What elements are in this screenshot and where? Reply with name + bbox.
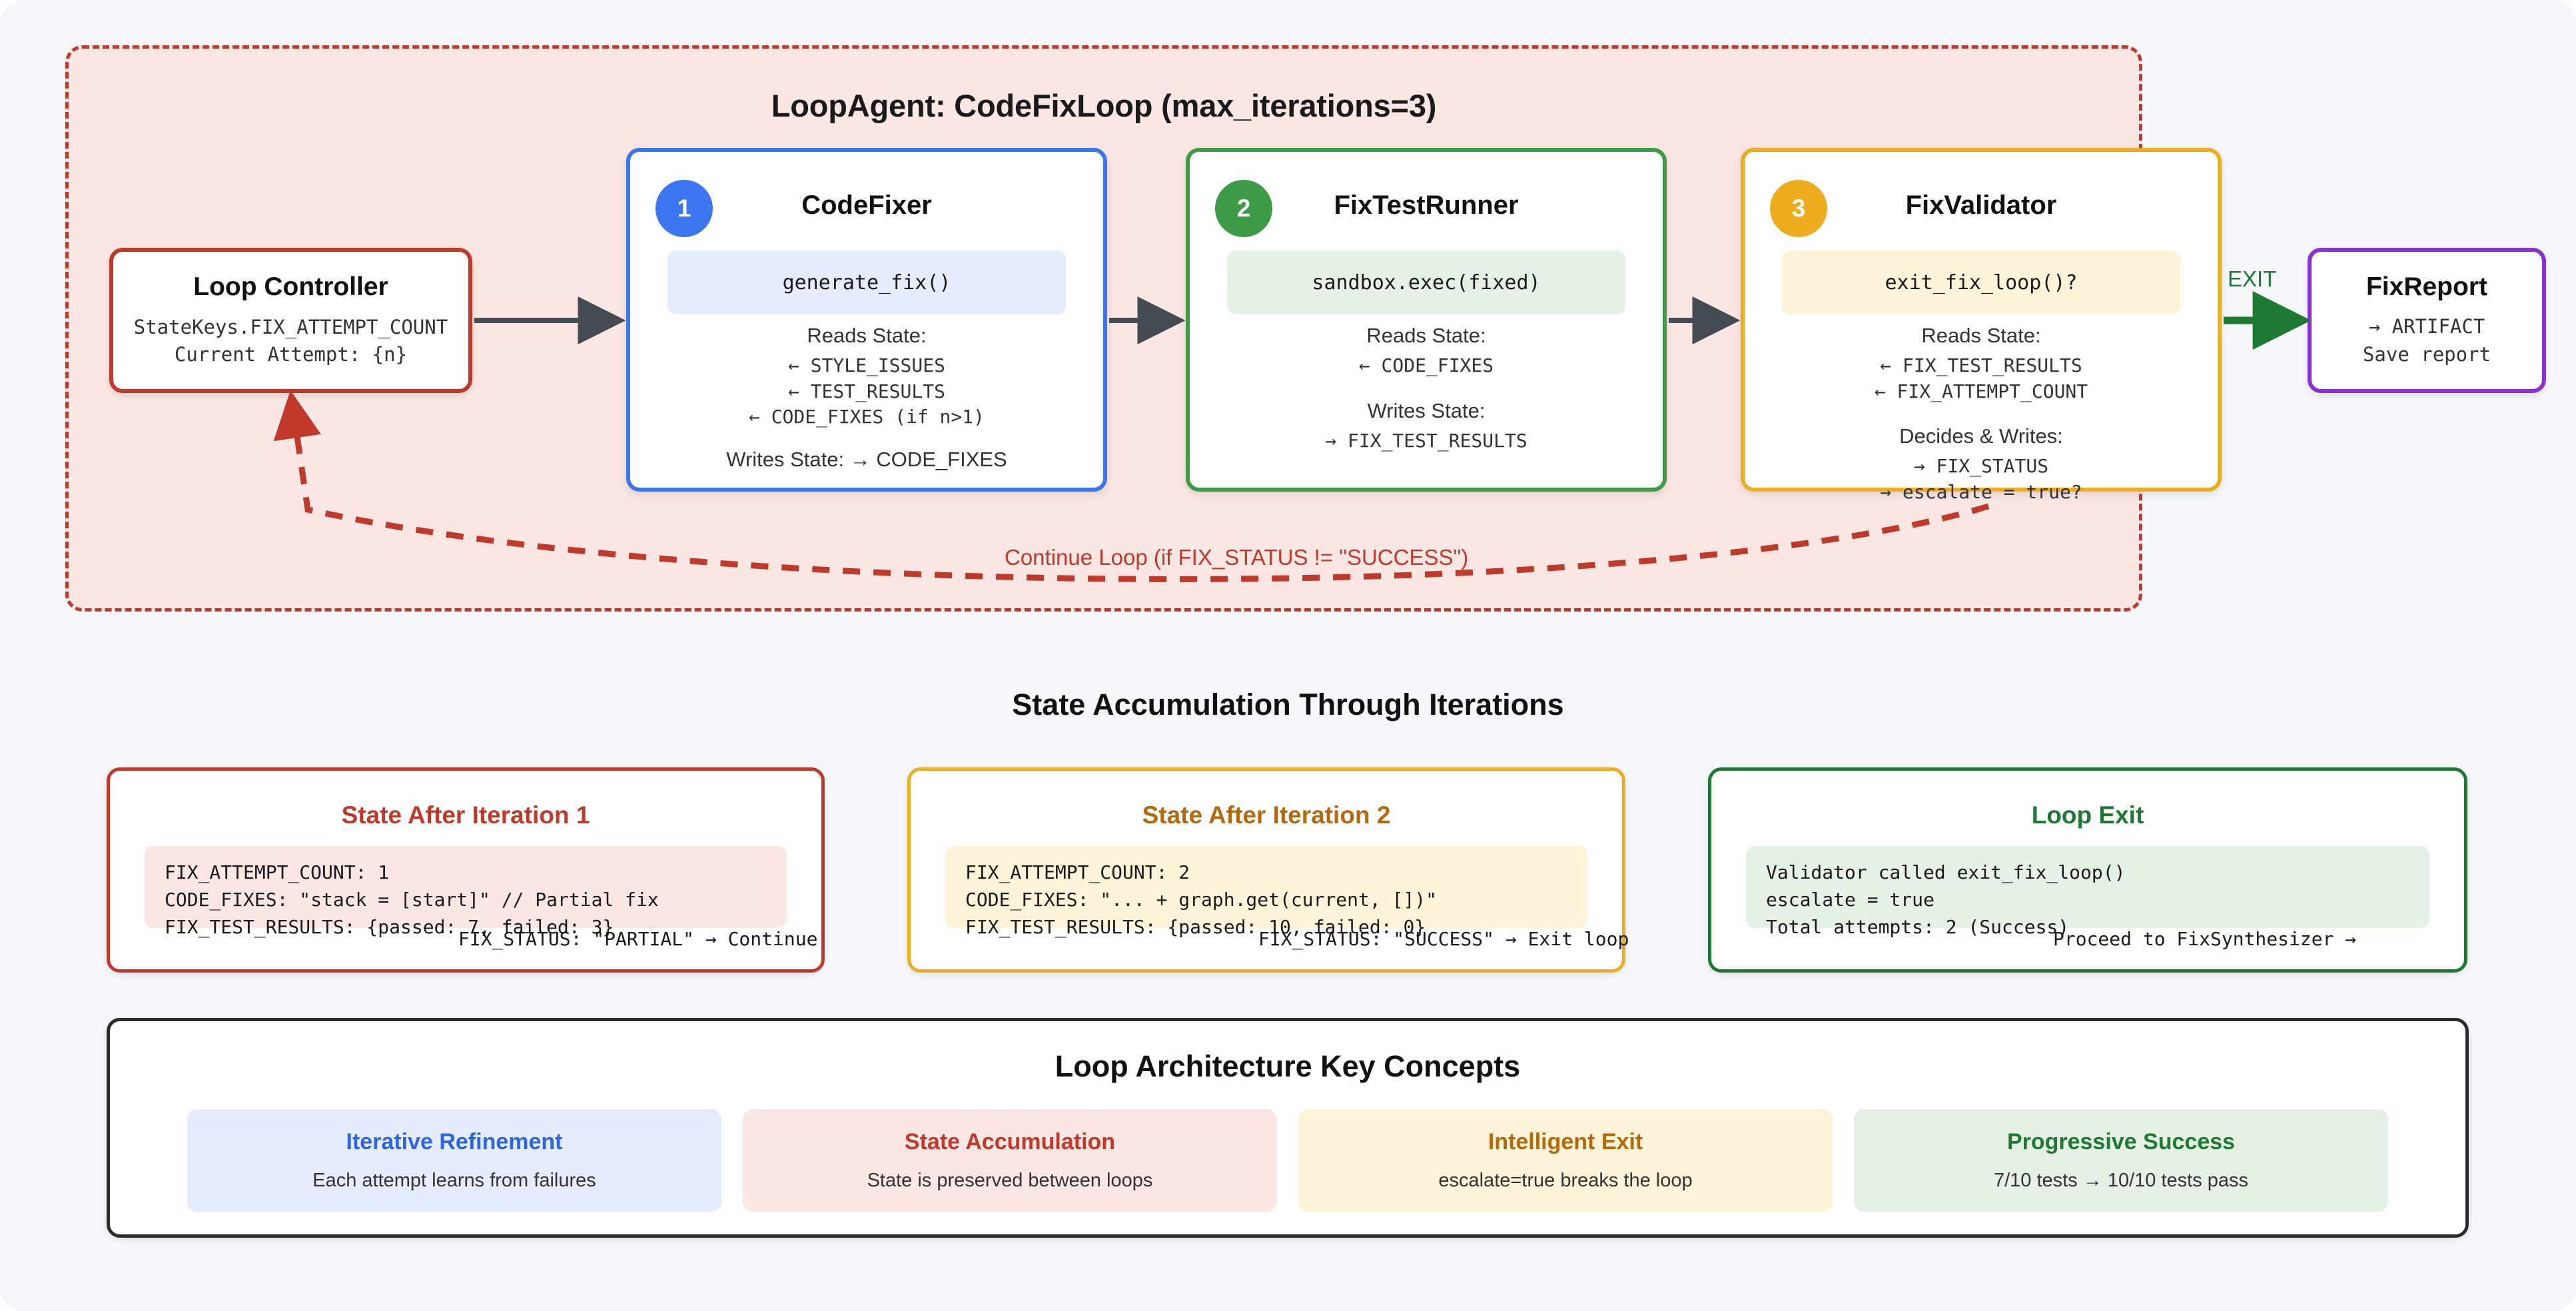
state-card-footer: Proceed to FixSynthesizer → (2053, 928, 2357, 950)
state-line: escalate = true (1766, 889, 1934, 911)
reads-state-item: ← CODE_FIXES (1358, 354, 1494, 376)
reads-state-item: ← TEST_RESULTS (787, 380, 945, 402)
state-line: FIX_TEST_RESULTS: {passed: 7, failed: 3} (165, 916, 614, 939)
reads-state-label: Reads State: (807, 324, 927, 347)
agent-title: CodeFixer (801, 191, 932, 220)
key-concepts-panel: Loop Architecture Key Concepts Iterative… (107, 1018, 2469, 1238)
writes-state-label: Decides & Writes: (1899, 424, 2063, 448)
state-line: CODE_FIXES: "stack = [start]" // Partial… (165, 889, 659, 911)
state-card-footer: FIX_STATUS: "PARTIAL" → Continue (458, 928, 818, 950)
spacer (1745, 404, 2218, 424)
agent-code-chip: generate_fix() (667, 250, 1066, 314)
agent-step-badge: 3 (1770, 180, 1827, 237)
state-card-body: FIX_ATTEMPT_COUNT: 1 CODE_FIXES: "stack … (145, 846, 787, 938)
concept-desc: 7/10 tests → 10/10 tests pass (1993, 1170, 2249, 1191)
loop-agent-title: LoopAgent: CodeFixLoop (max_iterations=3… (771, 88, 1437, 123)
concept-desc: escalate=true breaks the loop (1438, 1170, 1693, 1191)
agent-step-badge: 2 (1215, 180, 1272, 237)
concept-desc: State is preserved between loops (867, 1170, 1153, 1191)
writes-state-label: Writes State: (1367, 398, 1486, 422)
exit-label: EXIT (2228, 266, 2277, 291)
state-card-iteration-2[interactable]: State After Iteration 2 FIX_ATTEMPT_COUN… (907, 767, 1625, 973)
writes-state-inline: Writes State: → CODE_FIXES (726, 447, 1007, 471)
concept-title: State Accumulation (904, 1129, 1116, 1154)
state-card-title: State After Iteration 2 (1142, 801, 1391, 829)
agent-title: FixTestRunner (1334, 191, 1519, 220)
state-line: Total attempts: 2 (Success) (1766, 916, 2070, 939)
fix-report-artifact: → ARTIFACT (2368, 314, 2485, 338)
agent-step-badge: 1 (655, 180, 713, 237)
concept-chip-progressive-success[interactable]: Progressive Success 7/10 tests → 10/10 t… (1854, 1109, 2388, 1212)
reads-state-label: Reads State: (1366, 324, 1486, 347)
state-line: FIX_TEST_RESULTS: {passed: 10, failed: 0… (965, 916, 1426, 939)
fix-report-node[interactable]: FixReport → ARTIFACT Save report (2308, 248, 2546, 393)
state-card-body: Validator called exit_fix_loop() escalat… (1746, 846, 2429, 938)
loop-controller-node[interactable]: Loop Controller StateKeys.FIX_ATTEMPT_CO… (109, 248, 472, 393)
state-card-title: Loop Exit (2031, 801, 2144, 829)
agent-body: Reads State: ← STYLE_ISSUES ← TEST_RESUL… (630, 324, 1103, 472)
fix-report-action: Save report (2362, 343, 2491, 366)
reads-state-item: ← CODE_FIXES (if n>1) (748, 406, 985, 428)
agent-code-chip: exit_fix_loop()? (1782, 250, 2180, 314)
agent-code-chip: sandbox.exec(fixed) (1227, 250, 1625, 314)
reads-state-item: ← FIX_TEST_RESULTS (1880, 354, 2082, 376)
reads-state-item: ← STYLE_ISSUES (787, 354, 945, 376)
agent-title: FixValidator (1905, 191, 2057, 220)
spacer (1190, 379, 1663, 399)
agent-body: Reads State: ← CODE_FIXES Writes State: … (1190, 324, 1663, 454)
state-card-iteration-1[interactable]: State After Iteration 1 FIX_ATTEMPT_COUN… (107, 767, 825, 973)
state-line: FIX_ATTEMPT_COUNT: 1 (165, 861, 390, 883)
key-concepts-row: Iterative Refinement Each attempt learns… (187, 1109, 2388, 1212)
state-section-heading: State Accumulation Through Iterations (1012, 687, 1564, 721)
continue-loop-label: Continue Loop (if FIX_STATUS != "SUCCESS… (1005, 545, 1469, 570)
loop-controller-statekey: StateKeys.FIX_ATTEMPT_COUNT (133, 315, 448, 338)
loop-controller-title: Loop Controller (193, 272, 388, 301)
concept-desc: Each attempt learns from failures (312, 1170, 596, 1191)
agent-card-codefixer[interactable]: 1 CodeFixer generate_fix() Reads State: … (626, 148, 1107, 492)
concept-chip-iterative-refinement[interactable]: Iterative Refinement Each attempt learns… (187, 1109, 721, 1212)
agent-body: Reads State: ← FIX_TEST_RESULTS ← FIX_AT… (1745, 324, 2218, 506)
reads-state-label: Reads State: (1921, 324, 2041, 347)
writes-state-item: → escalate = true? (1880, 480, 2082, 503)
loop-controller-attempt: Current Attempt: {n} (174, 343, 408, 366)
concept-chip-intelligent-exit[interactable]: Intelligent Exit escalate=true breaks th… (1298, 1109, 1833, 1212)
agent-card-fixtestrunner[interactable]: 2 FixTestRunner sandbox.exec(fixed) Read… (1186, 148, 1667, 492)
state-card-body: FIX_ATTEMPT_COUNT: 2 CODE_FIXES: "... + … (945, 846, 1587, 938)
reads-state-item: ← FIX_ATTEMPT_COUNT (1874, 380, 2088, 402)
key-concepts-heading: Loop Architecture Key Concepts (1055, 1049, 1521, 1083)
concept-title: Intelligent Exit (1488, 1129, 1643, 1154)
agent-card-fixvalidator[interactable]: 3 FixValidator exit_fix_loop()? Reads St… (1741, 148, 2222, 503)
state-card-loop-exit[interactable]: Loop Exit Validator called exit_fix_loop… (1708, 767, 2467, 973)
writes-state-item: → FIX_STATUS (1913, 455, 2049, 478)
concept-title: Iterative Refinement (346, 1129, 563, 1154)
state-line: Validator called exit_fix_loop() (1766, 861, 2126, 883)
writes-state-item: → FIX_TEST_RESULTS (1325, 429, 1527, 452)
state-line: FIX_ATTEMPT_COUNT: 2 (965, 861, 1190, 883)
concept-title: Progressive Success (2006, 1129, 2236, 1154)
concept-chip-state-accumulation[interactable]: State Accumulation State is preserved be… (743, 1109, 1277, 1212)
fix-report-title: FixReport (2365, 272, 2487, 301)
state-card-footer: FIX_STATUS: "SUCCESS" → Exit loop (1258, 928, 1629, 950)
state-card-title: State After Iteration 1 (341, 801, 590, 829)
state-line: CODE_FIXES: "... + graph.get(current, []… (965, 889, 1438, 911)
